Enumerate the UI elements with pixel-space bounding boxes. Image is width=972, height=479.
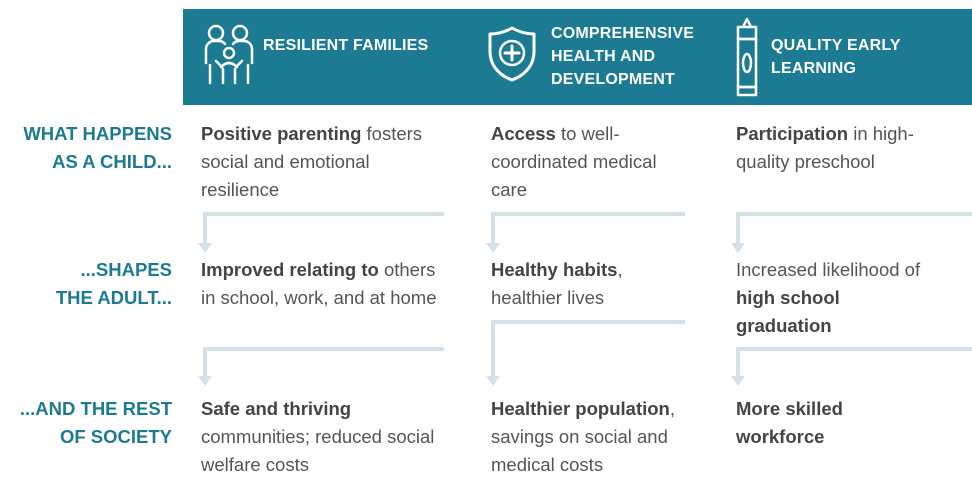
header-title-line: QUALITY EARLY (771, 37, 901, 54)
cell-text: Increased likelihood of (736, 259, 921, 280)
cell-child-learning: Participation in high-quality preschool (736, 120, 921, 176)
arrow-r0-c0 (203, 212, 444, 245)
cell-adult-families: Improved relating to others in school, w… (201, 256, 441, 312)
cell-text: communities; reduced social welfare cost… (201, 426, 435, 475)
cell-society-families: Safe and thriving communities; reduced s… (201, 395, 441, 479)
cell-adult-health: Healthy habits, healthier lives (491, 256, 681, 312)
row-label-line: AS A CHILD... (52, 151, 172, 172)
cell-text: others in school, work, and at home (201, 259, 437, 308)
cell-emphasis: high school graduation (736, 287, 840, 336)
header-title: COMPREHENSIVE HEALTH AND DEVELOPMENT (551, 22, 694, 91)
cell-society-learning: More skilled workforce (736, 395, 896, 451)
cell-society-health: Healthier population, savings on social … (491, 395, 706, 479)
cell-text: to well-coordinated medical care (491, 123, 657, 200)
cell-emphasis: Healthy habits (491, 259, 618, 280)
arrowhead (486, 376, 500, 386)
arrow-r1-c1 (491, 320, 685, 378)
header-band: RESILIENT FAMILIES COMPREHENSIVE HEALTH … (183, 9, 972, 105)
row-label-adult: ...SHAPES THE ADULT... (0, 256, 172, 312)
cell-child-families: Positive parenting fosters social and em… (201, 120, 441, 204)
arrow-r0-c2 (736, 212, 972, 245)
row-label-child: WHAT HAPPENS AS A CHILD... (0, 120, 172, 176)
arrowhead (198, 243, 212, 253)
cell-text: , healthier lives (491, 259, 623, 308)
arrow-r1-c0 (203, 347, 444, 378)
cell-child-health: Access to well-coordinated medical care (491, 120, 661, 204)
arrowhead (486, 243, 500, 253)
row-label-line: THE ADULT... (55, 287, 172, 308)
cell-emphasis: Improved relating to (201, 259, 379, 280)
row-label-line: WHAT HAPPENS (23, 123, 172, 144)
cell-text: fosters social and emotional resilience (201, 123, 423, 200)
header-title-line: COMPREHENSIVE (551, 25, 695, 42)
cell-adult-learning: Increased likelihood of high school grad… (736, 256, 936, 340)
row-label-line: OF SOCIETY (59, 426, 172, 447)
cell-emphasis: Participation (736, 123, 849, 144)
cell-text: in high-quality preschool (736, 123, 914, 172)
header-title-line: DEVELOPMENT (551, 71, 675, 88)
header-title-line: RESILIENT FAMILIES (263, 37, 429, 54)
cell-emphasis: Access (491, 123, 556, 144)
health-shield-icon (488, 26, 536, 82)
arrow-r0-c1 (491, 212, 685, 245)
family-icon (204, 24, 254, 85)
header-health-development: COMPREHENSIVE HEALTH AND DEVELOPMENT (473, 9, 728, 105)
cell-emphasis: Healthier population (491, 398, 670, 419)
arrowhead (731, 376, 745, 386)
cell-emphasis: Positive parenting (201, 123, 362, 144)
header-resilient-families: RESILIENT FAMILIES (183, 9, 473, 105)
cell-emphasis: Safe and thriving (201, 398, 352, 419)
cell-emphasis: More skilled workforce (736, 398, 843, 447)
row-label-society: ...AND THE REST OF SOCIETY (0, 395, 172, 451)
row-label-line: ...AND THE REST (19, 398, 172, 419)
arrow-r1-c2 (736, 347, 972, 378)
header-title: RESILIENT FAMILIES (263, 34, 428, 57)
header-title-line: HEALTH AND (551, 48, 656, 65)
cell-text: , savings on social and medical costs (491, 398, 675, 475)
row-label-line: ...SHAPES (80, 259, 173, 280)
header-title: QUALITY EARLY LEARNING (771, 34, 901, 80)
header-quality-early-learning: QUALITY EARLY LEARNING (728, 9, 972, 105)
arrowhead (198, 376, 212, 386)
header-title-line: LEARNING (771, 60, 857, 77)
crayon-icon (736, 17, 758, 97)
arrowhead (731, 243, 745, 253)
